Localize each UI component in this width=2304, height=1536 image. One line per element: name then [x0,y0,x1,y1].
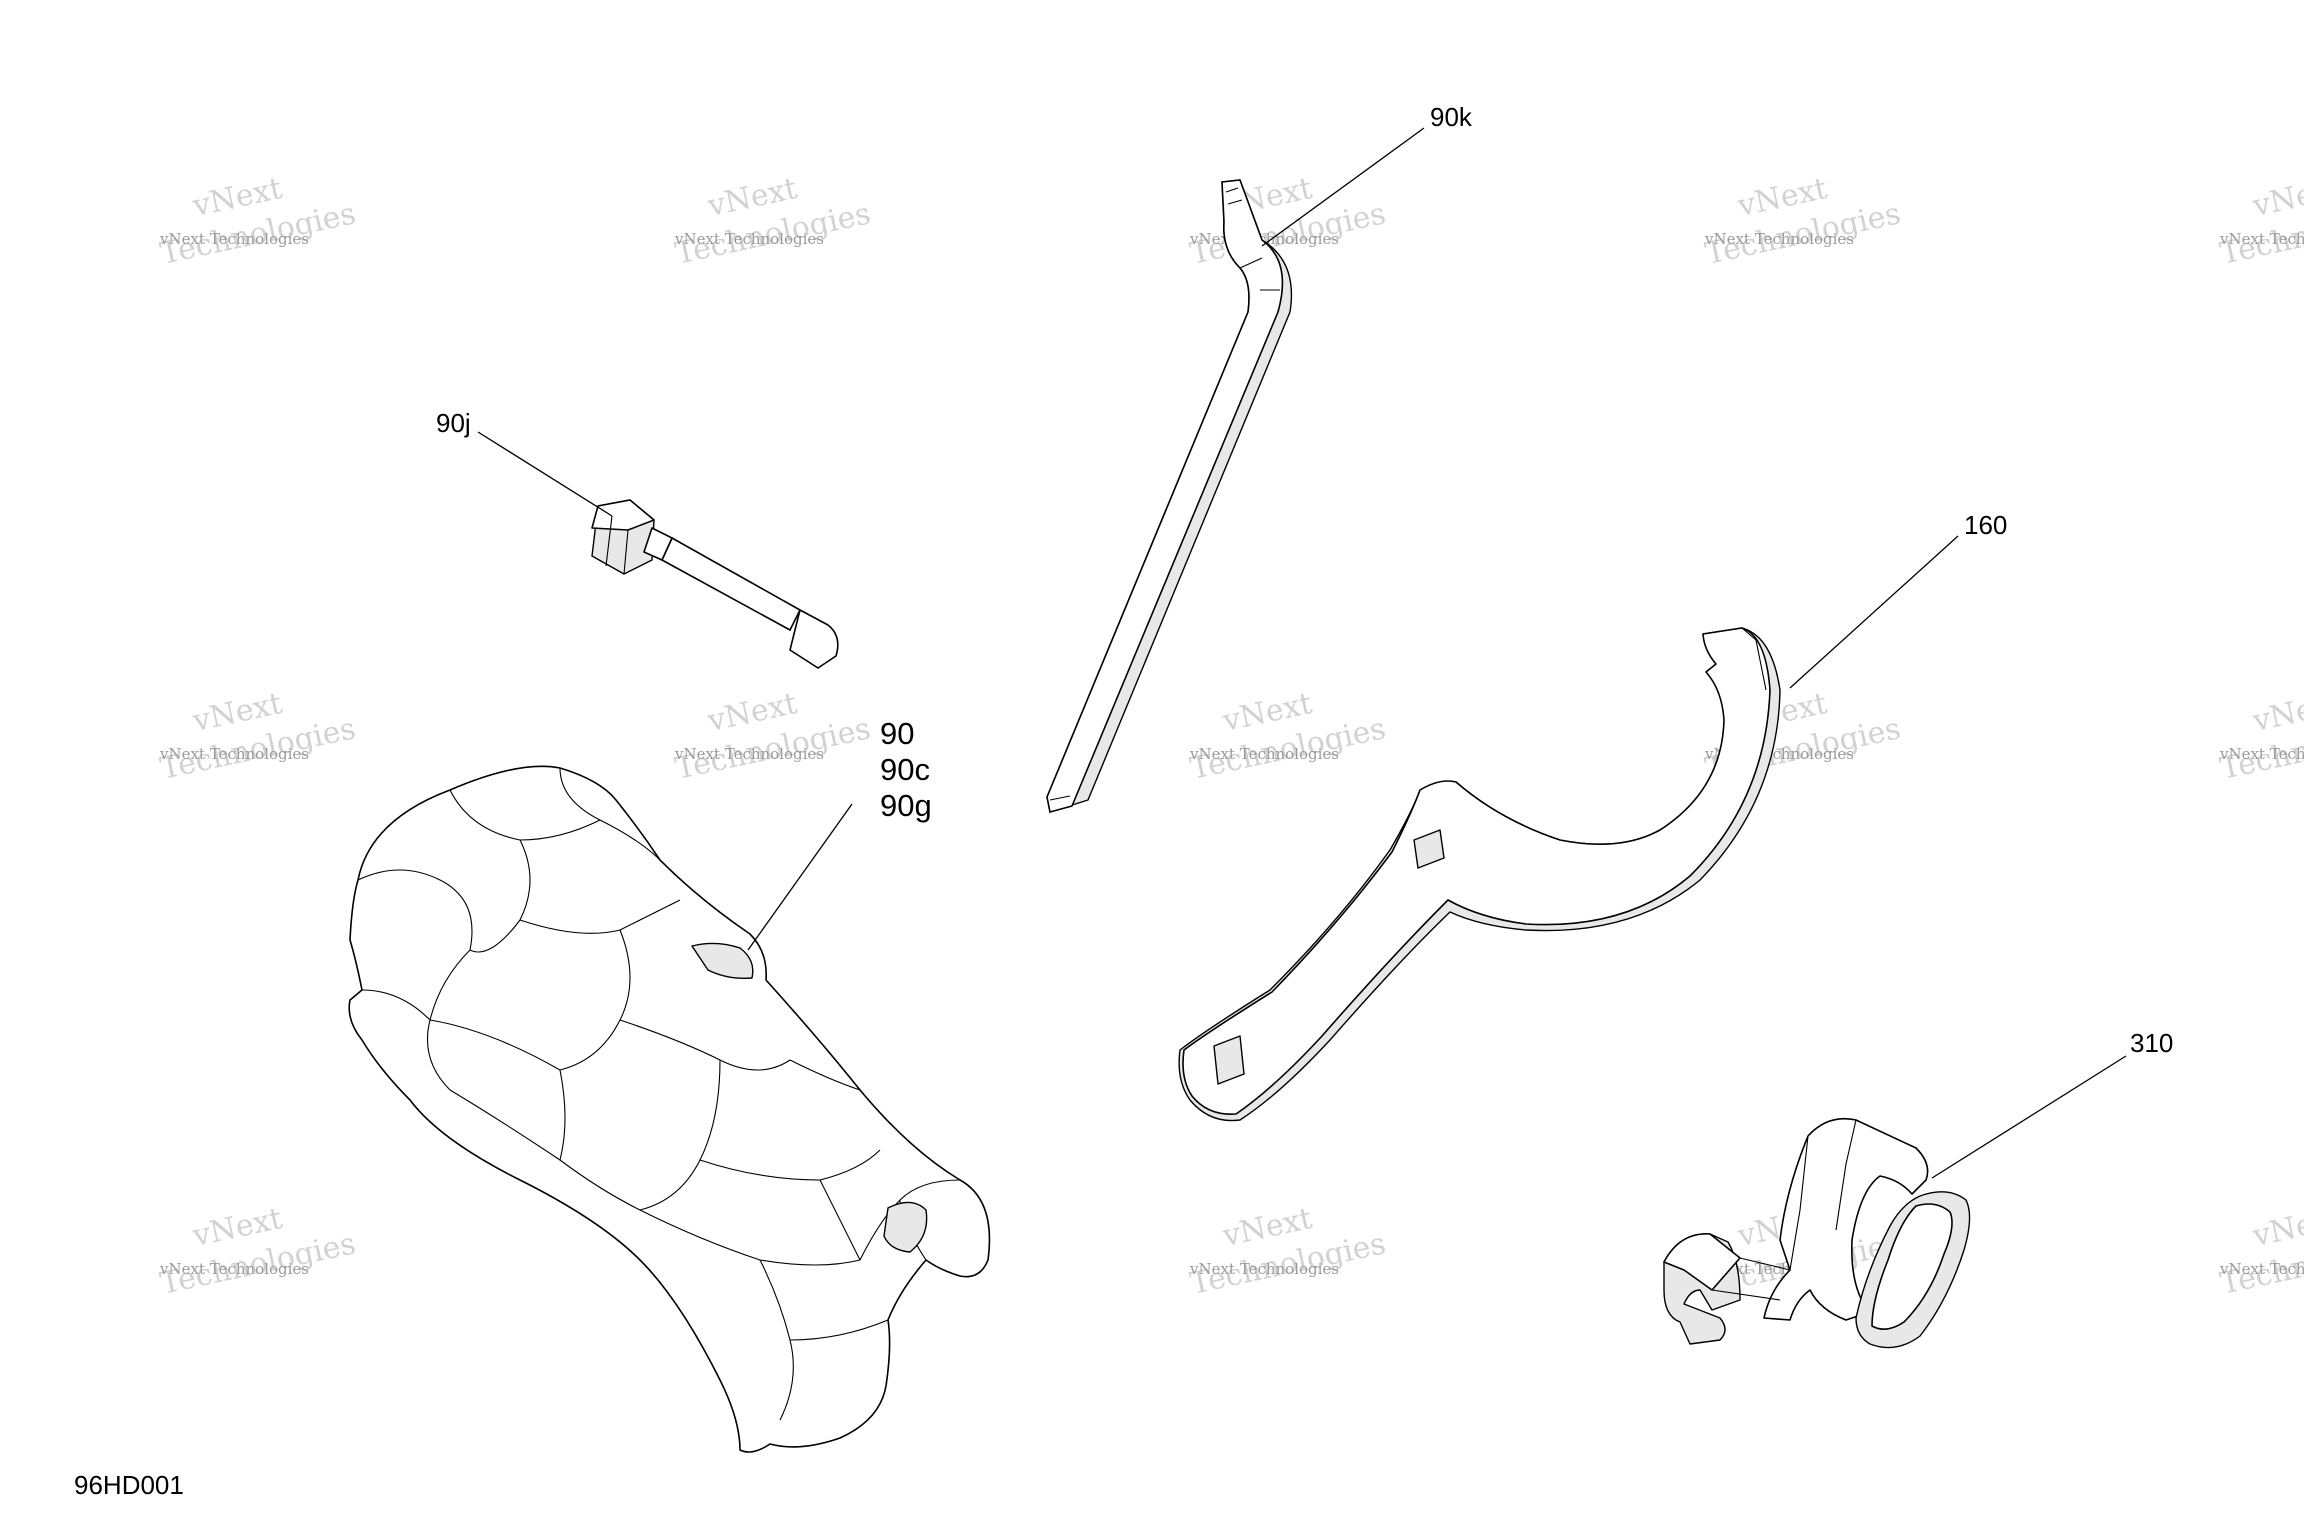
part-90j-torx-bit [591,499,839,669]
part-160-spanner-wrench [1178,627,1781,1122]
watermark-small-line: vNext Technologies [674,745,824,763]
watermark-small-line: vNext Technologies [1189,1260,1339,1278]
watermark-big-line-1: vNext [2249,1201,2304,1254]
watermark-small-line: vNext Technologies [159,230,309,248]
figure-code: 96HD001 [74,1470,184,1500]
callout-90g: 90g [880,788,932,823]
watermark-big-line-1: vNext [2249,171,2304,224]
part-310-bracket [1663,1117,1971,1349]
callout-90c: 90c [880,752,930,787]
leader-160 [1789,535,1959,689]
watermark-small-line: vNext Technologies [2219,1260,2304,1278]
watermark-small-line: vNext Technologies [1189,745,1339,763]
leader-90 [747,803,853,951]
watermark-big-line-1: vNext [2249,686,2304,739]
part-90k-hex-key [1046,179,1293,813]
watermark-small-line: vNext Technologies [159,745,309,763]
callout-90: 90 [880,716,914,751]
watermark-small-line: vNext Technologies [2219,745,2304,763]
watermark-small-line: vNext Technologies [674,230,824,248]
leader-310 [1931,1055,2127,1179]
watermark-small-line: vNext Technologies [2219,230,2304,248]
leader-90j [477,431,613,517]
callout-90j: 90j [436,408,471,438]
leader-90k [1261,127,1425,247]
callout-160: 160 [1964,510,2007,540]
callout-90k: 90k [1430,102,1473,132]
part-90-foam-case [348,765,991,1453]
watermark-small-line: vNext Technologies [159,1260,309,1278]
callout-310: 310 [2130,1028,2173,1058]
watermark-small-line: vNext Technologies [1704,230,1854,248]
